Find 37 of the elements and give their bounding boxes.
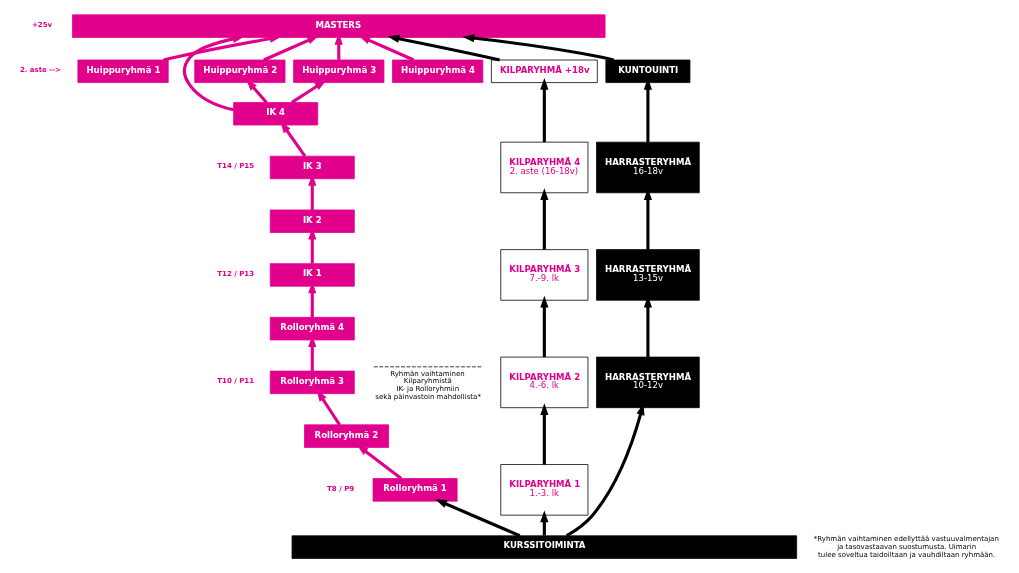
node-box: KURSSITOIMINTA	[291, 534, 798, 559]
arrow	[435, 498, 521, 537]
node-box: MASTERS	[72, 13, 606, 38]
node-box: IK 4	[233, 101, 319, 125]
node-box: Rolloryhmä 3	[269, 370, 355, 394]
node-box: KILPARYHMÄ 1 1.-3. lk	[500, 463, 589, 516]
arrow	[462, 33, 615, 61]
node-box: Rolloryhmä 2	[304, 423, 389, 448]
node-box: KILPARYHMÄ 2 4.-6. lk	[500, 356, 589, 408]
arrow	[387, 34, 501, 61]
arrow	[540, 402, 549, 464]
arrow	[540, 77, 549, 142]
arrow	[163, 34, 282, 61]
node-box: KILPARYHMÄ 4 2. aste (16-18v)	[500, 141, 589, 193]
arrow	[358, 35, 415, 61]
node-box: Rolloryhmä 1	[372, 477, 458, 502]
arrow	[540, 295, 549, 357]
node-box: IK 3	[269, 155, 355, 179]
node-box: KILPARYHMÄ 3 7.-9. lk	[500, 248, 589, 301]
arrow	[291, 79, 327, 104]
node-box: KUNTOUINTI	[605, 59, 691, 83]
node-box: IK 1	[269, 262, 355, 287]
arrow	[356, 444, 403, 480]
node-box: Huippuryhmä 1	[77, 59, 169, 83]
node-box: KILPARYHMÄ +18v	[491, 59, 598, 83]
node-box: Huippuryhmä 4	[392, 59, 484, 83]
node-box: HARRASTERYHMÄ 16-18v	[596, 141, 700, 193]
arrow	[263, 35, 320, 61]
node-box: IK 2	[269, 209, 355, 233]
arrow	[182, 34, 245, 111]
arrow	[540, 187, 549, 250]
node-box: Rolloryhmä 4	[269, 316, 355, 340]
node-box: HARRASTERYHMÄ 13-15v	[596, 248, 700, 301]
node-box: Huippuryhmä 2	[194, 59, 286, 83]
node-box: HARRASTERYHMÄ 10-12v	[596, 356, 700, 408]
node-box: Huippuryhmä 3	[293, 59, 385, 83]
arrow	[540, 509, 549, 536]
